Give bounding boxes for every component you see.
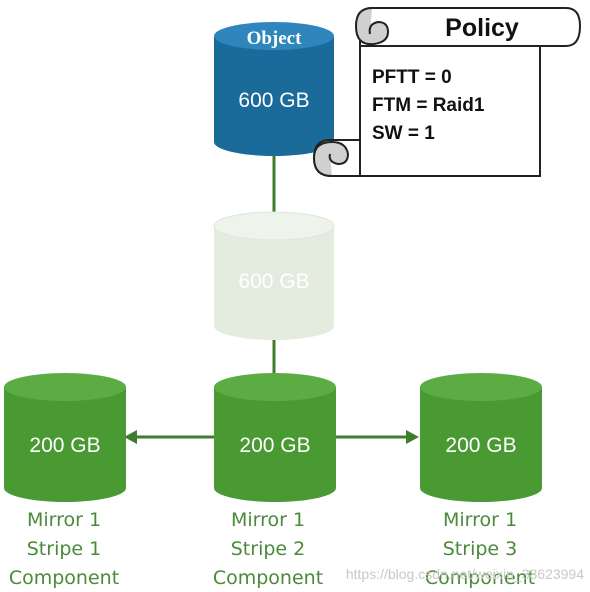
object-cylinder[interactable]: Object 600 GB: [214, 22, 334, 156]
policy-scroll: Policy PFTT = 0 FTM = Raid1 SW = 1: [312, 7, 582, 177]
object-size: 600 GB: [238, 89, 309, 112]
object-cylinder-body: [214, 36, 334, 156]
component-cylinder-3[interactable]: 200 GB: [420, 373, 542, 502]
policy-scroll-top-curl: [354, 7, 390, 46]
component-3-caption: Mirror 1 Stripe 3 Component: [425, 509, 535, 589]
component-2-stripe: Stripe 2: [231, 538, 305, 560]
arrow-right-head: [406, 430, 419, 444]
policy-line-ftm: FTM = Raid1: [372, 95, 485, 116]
mirror-cylinder-top: [213, 211, 335, 241]
component-3-type: Component: [425, 567, 535, 589]
component-cylinder-2[interactable]: 200 GB: [214, 373, 336, 502]
policy-scroll-bottom-curl: [312, 140, 350, 177]
policy-title: Policy: [445, 14, 519, 42]
component-1-top: [4, 373, 126, 401]
component-1-mirror: Mirror 1: [27, 509, 101, 531]
component-3-body: [420, 387, 542, 502]
component-1-size: 200 GB: [29, 434, 100, 457]
component-1-stripe: Stripe 1: [27, 538, 101, 560]
component-1-type: Component: [9, 567, 119, 589]
component-2-caption: Mirror 1 Stripe 2 Component: [213, 509, 323, 589]
component-3-size: 200 GB: [445, 434, 516, 457]
component-2-mirror: Mirror 1: [231, 509, 305, 531]
mirror-cylinder[interactable]: 600 GB: [213, 211, 335, 340]
object-title: Object: [247, 28, 303, 49]
watermark-text: https://blog.csdn.net/weixin_38623994: [346, 566, 584, 582]
component-2-size: 200 GB: [239, 434, 310, 457]
object-cylinder-top: [214, 22, 334, 50]
policy-line-sw: SW = 1: [372, 123, 435, 144]
component-3-top: [420, 373, 542, 401]
component-3-mirror: Mirror 1: [443, 509, 517, 531]
component-2-body: [214, 387, 336, 502]
component-2-type: Component: [213, 567, 323, 589]
mirror-size: 600 GB: [238, 270, 309, 293]
component-2-top: [214, 373, 336, 401]
component-1-body: [4, 387, 126, 502]
component-cylinder-1[interactable]: 200 GB: [4, 373, 126, 502]
component-1-caption: Mirror 1 Stripe 1 Component: [9, 509, 119, 589]
arrow-left-head: [124, 430, 137, 444]
component-3-stripe: Stripe 3: [443, 538, 517, 560]
mirror-cylinder-body: [214, 226, 334, 340]
policy-line-pftt: PFTT = 0: [372, 67, 452, 88]
